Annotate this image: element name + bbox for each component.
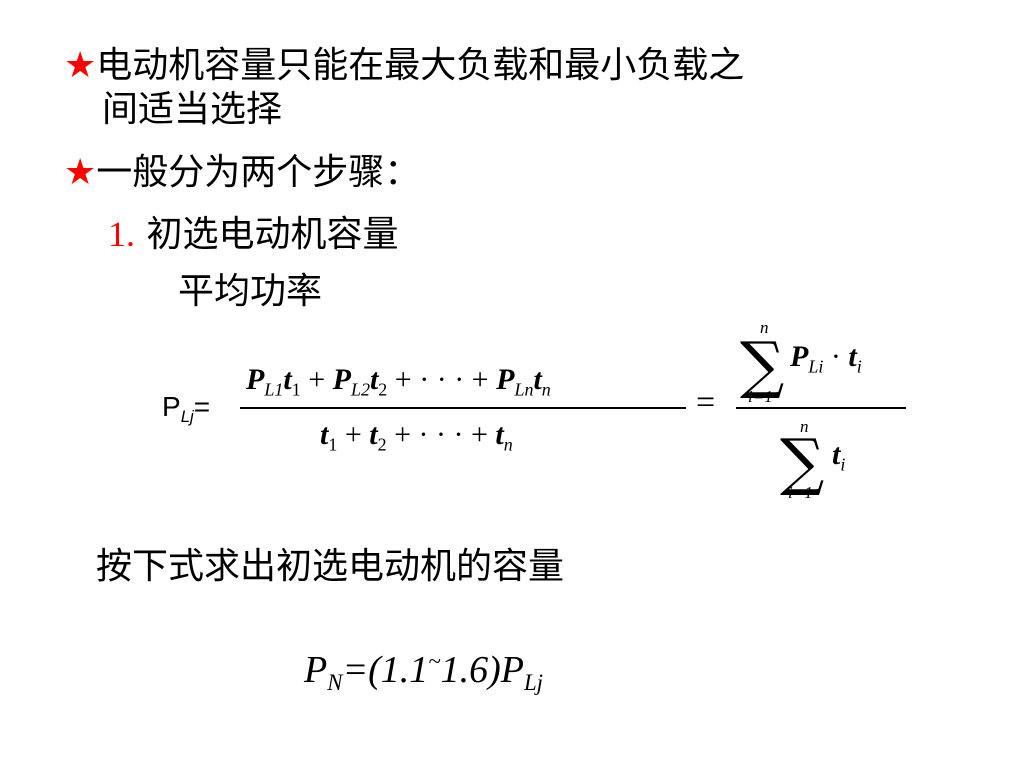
formula-rated-power: PN=(1.1~1.6)PLj [304, 648, 543, 695]
sum-denominator-term: ti [832, 438, 846, 475]
bullet-1-continuation: 间适当选择 [102, 89, 283, 130]
sigma-symbol: ∑ [740, 328, 785, 401]
bullet-1-text: 电动机容量只能在最大负载和最小负载之 [96, 45, 745, 86]
instruction-text: 按下式求出初选电动机的容量 [96, 546, 565, 587]
fraction-denominator: t1 + t2 + · · · + tn [320, 418, 513, 455]
fraction-numerator: PL1t1 + PL2t2 + · · · + PLntn [246, 363, 551, 400]
sum-fraction-bar [736, 407, 906, 409]
bullet-2: ★一般分为两个步骤： [64, 151, 420, 195]
sum-lower-limit: i=1 [748, 387, 773, 406]
bullet-2-text: 一般分为两个步骤： [96, 152, 421, 193]
star-icon: ★ [64, 45, 97, 86]
sigma-symbol-den: ∑ [780, 425, 825, 498]
subheading: 平均功率 [178, 271, 323, 312]
step-1: 1. 初选电动机容量 [108, 212, 398, 257]
equals-sign: = [696, 384, 716, 421]
step-title: 初选电动机容量 [146, 214, 399, 255]
sum-lower-limit-den: i=1 [788, 483, 813, 502]
fraction-bar [240, 407, 686, 409]
sum-upper-limit: n [760, 318, 769, 337]
sum-upper-limit-den: n [800, 417, 809, 436]
star-icon: ★ [64, 152, 97, 193]
sum-numerator-term: PLi · ti [790, 340, 862, 377]
step-number: 1. [108, 214, 135, 254]
formula-lhs: PLj= [162, 391, 211, 426]
bullet-1: ★电动机容量只能在最大负载和最小负载之 [64, 44, 744, 88]
